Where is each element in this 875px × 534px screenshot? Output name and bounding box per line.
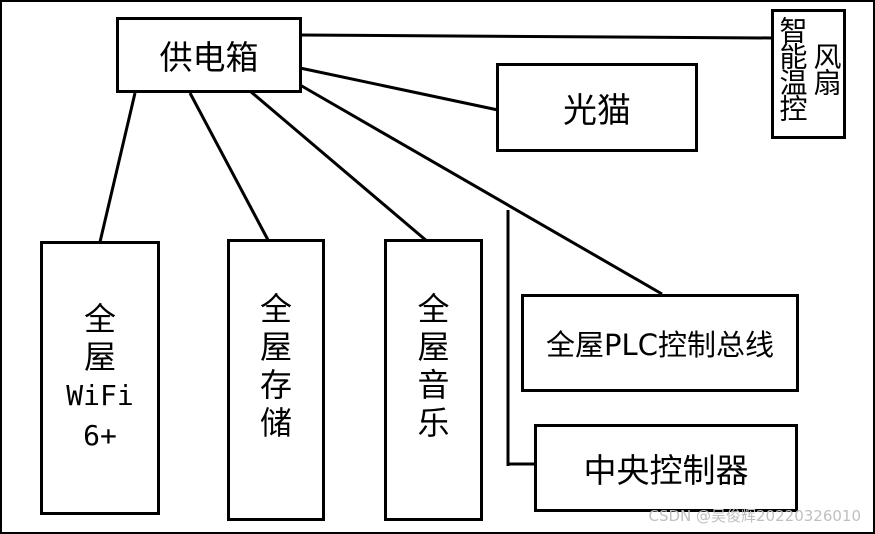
whole-house-music-box: 全 屋 音 乐 [384,239,483,521]
music-label-1: 全 [417,290,450,328]
music-label-2: 屋 [417,328,450,366]
storage-label-3: 存 [259,366,292,404]
storage-label-2: 屋 [259,328,292,366]
plc-control-bus-box: 全屋PLC控制总线 [521,294,799,392]
wifi-label-1: 全 [83,300,116,338]
wifi-label-3: WiFi [66,379,134,412]
music-label-3: 音 [417,366,450,404]
power-box: 供电箱 [116,17,302,93]
storage-label-4: 储 [259,404,292,442]
wifi-label-4: 6+ [83,419,117,452]
storage-label-1: 全 [259,290,292,328]
wifi-label-2: 屋 [83,338,116,376]
watermark: CSDN @吴俊辉20220326010 [648,507,861,525]
power-box-label: 供电箱 [159,38,259,77]
central-controller-box: 中央控制器 [534,424,798,512]
whole-house-wifi-box: 全 屋 WiFi 6+ [40,241,160,515]
line-power-to-storage [188,92,270,241]
line-power-to-modem [299,66,499,112]
line-power-to-fan [299,33,773,40]
line-power-to-plc [299,83,663,296]
plc-control-bus-label: 全屋PLC控制总线 [546,328,774,362]
whole-house-storage-box: 全 屋 存 储 [227,239,325,521]
fan-control-col2: 风扇 [809,42,843,94]
line-power-to-music [249,89,429,244]
fan-control-col1: 智能温控 [775,16,809,120]
optical-modem-label: 光猫 [563,91,631,131]
optical-modem-box: 光猫 [496,63,698,152]
smart-fan-control-box: 智能温控 风扇 [771,9,846,139]
music-label-4: 乐 [417,404,450,442]
line-power-to-wifi [98,92,137,243]
central-controller-label: 中央控制器 [583,451,749,490]
